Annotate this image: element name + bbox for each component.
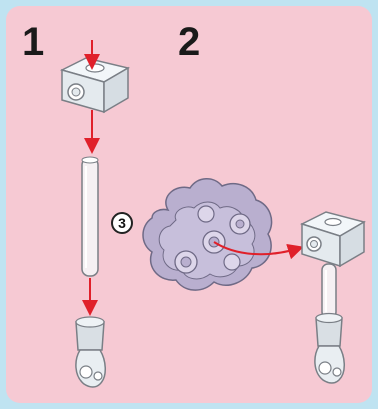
technic-axle-icon xyxy=(82,157,98,276)
gear-cluster-icon xyxy=(143,179,272,290)
quantity-badge: 3 xyxy=(111,212,133,234)
technic-brick-icon xyxy=(62,58,128,112)
ball-joint-icon xyxy=(76,317,105,387)
step-number-2: 2 xyxy=(178,22,200,62)
step-number-1: 1 xyxy=(22,22,44,62)
technic-brick-icon xyxy=(302,212,364,266)
ball-joint-icon xyxy=(315,314,344,384)
technic-axle-icon xyxy=(322,264,336,318)
